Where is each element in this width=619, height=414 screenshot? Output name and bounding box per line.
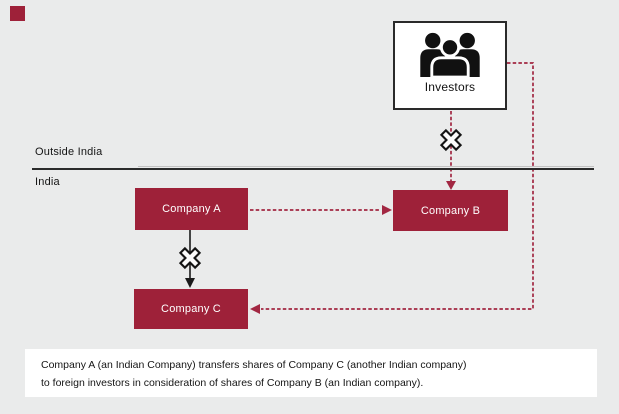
companya-to-companyc-arrowhead: [185, 278, 195, 288]
caption-line-1: Company A (an Indian Company) transfers …: [41, 359, 467, 371]
caption-box: Company A (an Indian Company) transfers …: [25, 349, 597, 397]
group-people-icon: [420, 32, 480, 77]
india-label: India: [35, 176, 60, 188]
companya-to-companyb-arrowhead: [382, 205, 392, 215]
region-divider-line: [32, 168, 594, 170]
investors-to-companyc-arrowhead: [250, 304, 260, 314]
crossed-out-x-icon: [178, 246, 202, 270]
company-a-label: Company A: [162, 203, 221, 215]
company-b-node: Company B: [393, 190, 508, 231]
investors-node: Investors: [393, 21, 507, 110]
corner-accent-square: [10, 6, 25, 21]
company-a-node: Company A: [135, 188, 248, 230]
crossed-out-x-icon: [439, 128, 463, 152]
outside-india-label: Outside India: [35, 146, 103, 158]
investors-to-companyb-arrowhead: [446, 181, 456, 190]
company-c-node: Company C: [134, 289, 248, 329]
region-divider-highlight: [138, 166, 594, 167]
company-c-label: Company C: [161, 303, 221, 315]
company-b-label: Company B: [420, 204, 481, 217]
investors-label: Investors: [424, 80, 476, 94]
caption-line-2: to foreign investors in consideration of…: [41, 377, 424, 389]
